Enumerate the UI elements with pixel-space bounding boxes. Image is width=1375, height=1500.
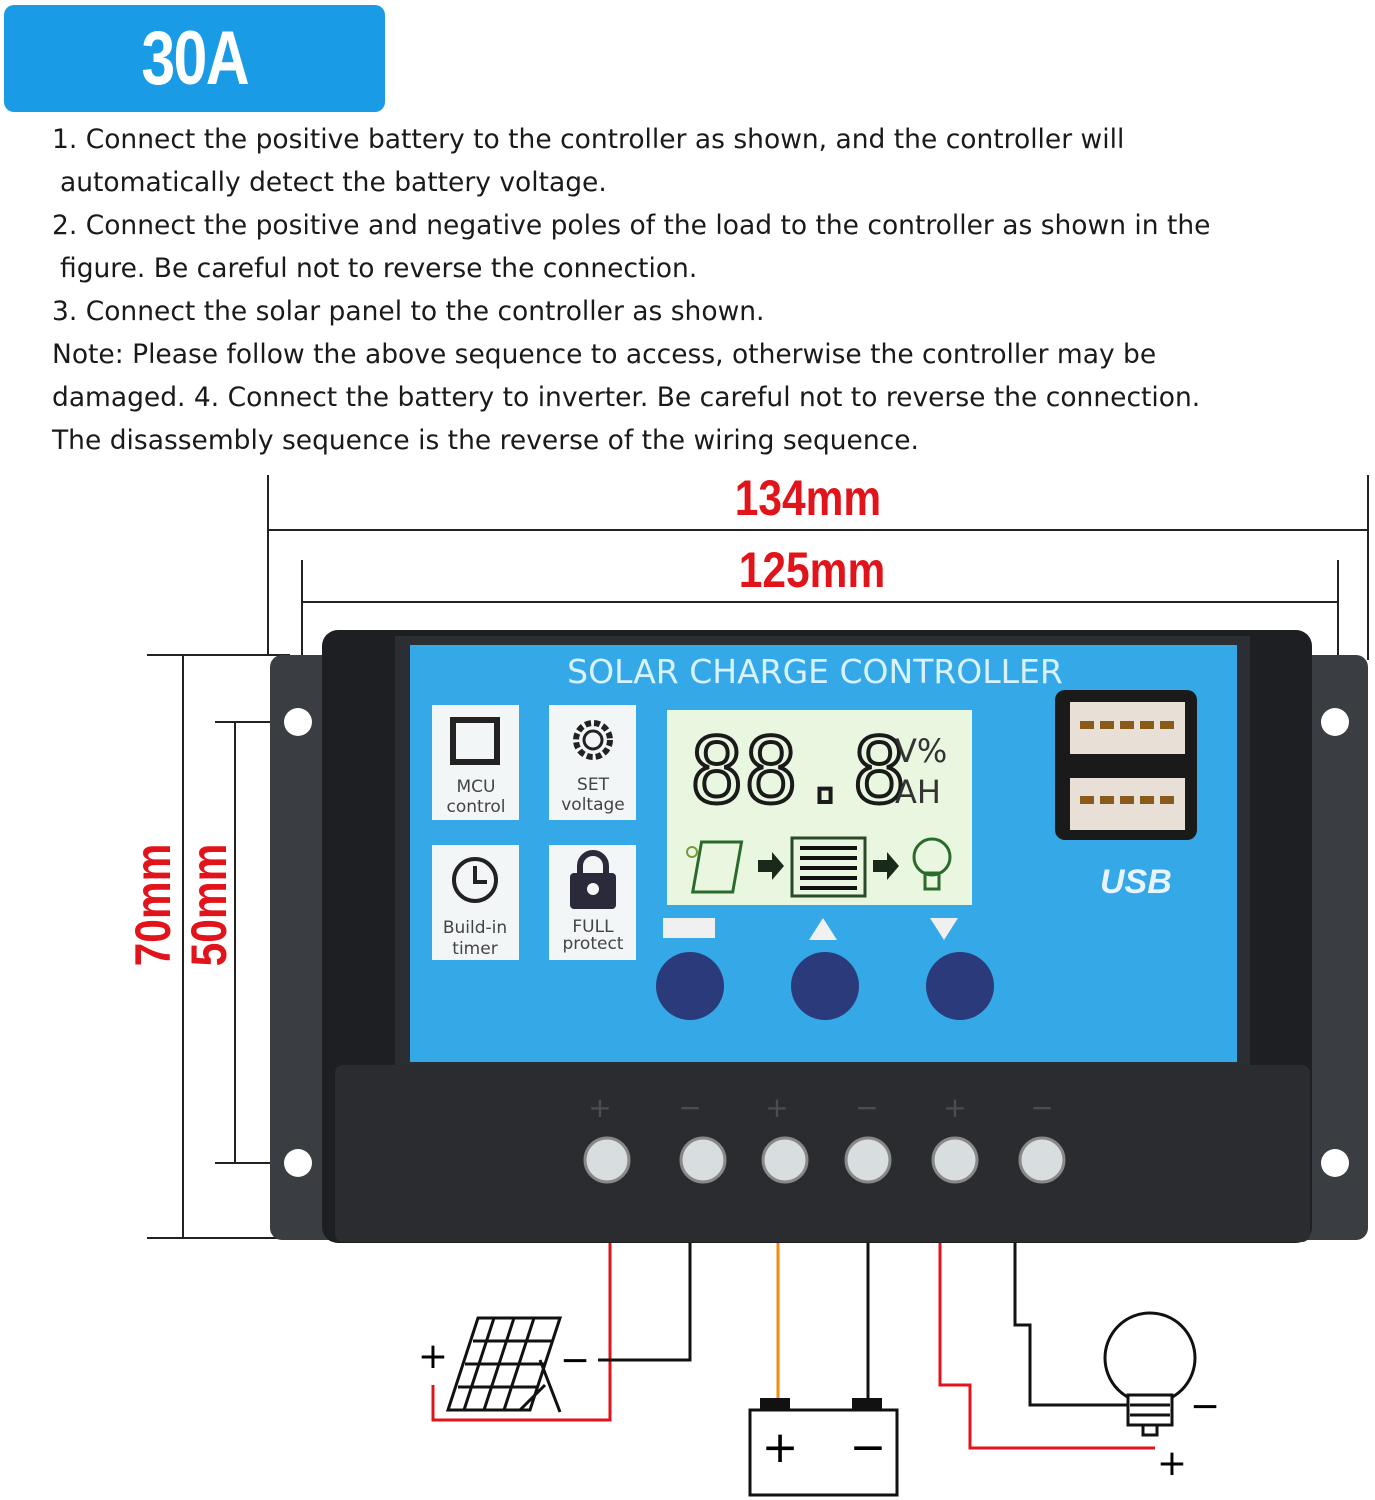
mode-icon: [663, 918, 715, 938]
terminal-screw[interactable]: [1018, 1136, 1066, 1184]
mode-button[interactable]: [656, 952, 724, 1020]
instructions: 1. Connect the positive battery to the c…: [52, 118, 1372, 462]
feature-label: control: [447, 797, 506, 817]
terminal-sign: +: [765, 1091, 788, 1124]
inner-height-label: 50mm: [181, 844, 237, 967]
controller-body: SOLAR CHARGE CONTROLLER MCU control SET …: [270, 630, 1368, 1243]
clock-icon: [452, 857, 498, 903]
terminal-screw[interactable]: [761, 1136, 809, 1184]
button-icons: [663, 918, 958, 940]
lcd-unit-bottom: AH: [895, 773, 941, 811]
lock-icon: [570, 850, 616, 909]
instruction-line: figure. Be careful not to reverse the co…: [60, 253, 698, 284]
terminal-screw[interactable]: [931, 1136, 979, 1184]
usb-port[interactable]: [1055, 690, 1197, 840]
battery-icon: [790, 836, 867, 898]
up-button[interactable]: [791, 952, 859, 1020]
mounting-hole: [1321, 1149, 1349, 1177]
solar-panel-icon: [686, 840, 744, 894]
solar-panel: [445, 1316, 563, 1413]
outer-width-label: 134mm: [735, 470, 881, 526]
down-button[interactable]: [926, 952, 994, 1020]
lcd-unit-top: V%: [895, 732, 947, 770]
bulb-icon: [912, 837, 952, 891]
instruction-line: Note: Please follow the above sequence t…: [52, 339, 1157, 370]
mounting-hole: [284, 1149, 312, 1177]
chip-icon: [450, 717, 500, 765]
battery-plus: +: [762, 1422, 799, 1473]
feature-label: SET: [577, 775, 610, 795]
usb-label: USB: [1100, 863, 1172, 901]
feature-label: FULL: [572, 917, 614, 937]
terminal-screw[interactable]: [679, 1136, 727, 1184]
instruction-line: 2. Connect the positive and negative pol…: [52, 210, 1211, 241]
terminal-bar: [335, 1065, 1310, 1242]
lcd-display: 88.8 V% AH: [667, 710, 972, 905]
load-minus: −: [1190, 1386, 1220, 1427]
feature-label: MCU: [457, 777, 496, 797]
terminal-screw[interactable]: [844, 1136, 892, 1184]
instruction-line: 1. Connect the positive battery to the c…: [52, 124, 1125, 155]
terminal-sign: +: [588, 1091, 611, 1124]
instruction-line: damaged. 4. Connect the battery to inver…: [52, 382, 1201, 413]
load-plus: +: [1157, 1443, 1187, 1484]
terminal-sign: +: [943, 1091, 966, 1124]
current-rating-label: 30A: [141, 16, 249, 101]
terminal-sign: −: [1030, 1091, 1053, 1124]
bulb-load: [1103, 1311, 1197, 1437]
solar-minus: −: [560, 1340, 590, 1381]
wiring: [431, 1243, 1155, 1450]
arrow-icon: [758, 852, 784, 880]
feature-label: timer: [452, 939, 497, 959]
feature-label: voltage: [561, 795, 625, 815]
battery: [748, 1398, 899, 1497]
up-icon: [809, 918, 837, 940]
arrow-icon: [873, 852, 899, 880]
feature-label: protect: [563, 934, 624, 954]
terminal-sign: −: [855, 1091, 878, 1124]
down-light-icon: [930, 918, 958, 940]
terminal-sign: −: [678, 1091, 701, 1124]
mounting-hole: [1321, 708, 1349, 736]
battery-minus: −: [850, 1422, 887, 1473]
instruction-line: 3. Connect the solar panel to the contro…: [52, 296, 765, 327]
mounting-hole: [284, 708, 312, 736]
feature-label: Build-in: [443, 918, 507, 938]
lcd-digits: 88.8: [690, 719, 907, 824]
instruction-line: The disassembly sequence is the reverse …: [52, 425, 919, 456]
gear-icon: [573, 720, 613, 760]
instruction-line: automatically detect the battery voltage…: [60, 167, 607, 198]
terminal-screw[interactable]: [583, 1136, 631, 1184]
current-rating-badge: 30A: [4, 5, 385, 112]
inner-width-label: 125mm: [739, 542, 885, 598]
device-title: SOLAR CHARGE CONTROLLER: [567, 652, 1063, 691]
solar-plus: +: [418, 1336, 448, 1377]
outer-height-label: 70mm: [125, 844, 181, 967]
